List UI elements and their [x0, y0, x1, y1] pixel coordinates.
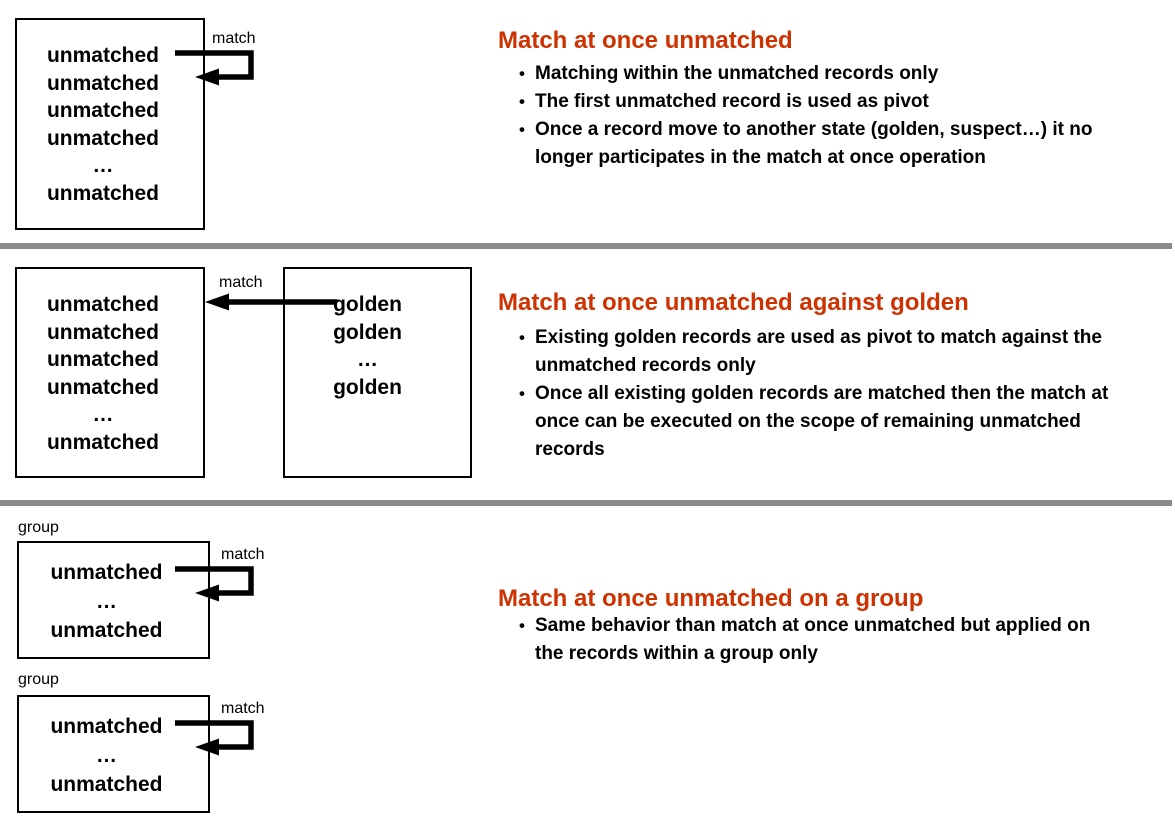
record-row: unmatched [46, 375, 159, 399]
record-row: unmatched [46, 99, 159, 122]
record-row-ellipsis: … [92, 403, 114, 426]
bullet-text: Matching within the unmatched records on… [535, 63, 939, 84]
match-loop-arrow [175, 566, 254, 602]
bullet-text: Existing golden records are used as pivo… [535, 327, 1102, 376]
bullet-item: • Same behavior than match at once unmat… [497, 612, 1119, 668]
bullet-item: • Once a record move to another state (g… [497, 116, 1119, 172]
group-records-box: unmatched … unmatched [17, 541, 210, 659]
bullet-marker: • [519, 328, 525, 347]
section-heading: Match at once unmatched against golden [498, 289, 969, 316]
record-row: unmatched [46, 430, 159, 454]
match-arrow-label: match [221, 546, 265, 563]
bullet-marker: • [519, 616, 525, 635]
bullet-text: Once a record move to another state (gol… [535, 119, 1093, 168]
bullet-text: The first unmatched record is used as pi… [535, 91, 929, 112]
match-arrow-label: match [221, 700, 265, 717]
match-arrow-label: match [219, 274, 263, 291]
record-row: unmatched [46, 126, 159, 150]
unmatched-records-box: unmatched unmatched unmatched unmatched … [15, 267, 205, 478]
bullet-item: • Once all existing golden records are m… [497, 380, 1119, 464]
record-row: unmatched [46, 320, 159, 344]
bullet-text: Same behavior than match at once unmatch… [535, 615, 1091, 664]
bullet-item: • Matching within the unmatched records … [497, 60, 1119, 88]
bullet-marker: • [519, 384, 525, 403]
record-row-ellipsis: … [357, 348, 378, 371]
record-row: unmatched [46, 293, 159, 316]
bullet-text: Once all existing golden records are mat… [535, 383, 1109, 460]
record-row: golden [333, 375, 402, 399]
record-row: unmatched [46, 71, 159, 95]
record-row-ellipsis: … [96, 744, 117, 767]
section-heading: Match at once unmatched on a group [498, 585, 924, 612]
record-row: unmatched [50, 619, 163, 642]
record-row: unmatched [50, 715, 163, 738]
record-row-ellipsis: … [92, 154, 114, 177]
match-loop-arrow [175, 50, 254, 86]
record-row: unmatched [46, 348, 159, 371]
section-divider [0, 500, 1172, 506]
group-label: group [18, 519, 59, 536]
bullet-list: • Existing golden records are used as pi… [497, 324, 1119, 464]
record-row: golden [333, 320, 402, 344]
bullet-list: • Matching within the unmatched records … [497, 60, 1119, 172]
record-row: unmatched [50, 561, 163, 584]
bullet-item: • Existing golden records are used as pi… [497, 324, 1119, 380]
group-label: group [18, 671, 59, 688]
section-heading: Match at once unmatched [498, 27, 793, 54]
record-row: golden [333, 293, 402, 316]
bullet-marker: • [519, 64, 525, 83]
section-divider [0, 243, 1172, 249]
bullet-marker: • [519, 120, 525, 139]
bullet-marker: • [519, 92, 525, 111]
match-loop-arrow [175, 720, 254, 756]
match-arrow [205, 293, 337, 311]
group-records-box: unmatched … unmatched [17, 695, 210, 813]
record-row-ellipsis: … [96, 590, 117, 613]
record-row: unmatched [50, 773, 163, 796]
bullet-item: • The first unmatched record is used as … [497, 88, 1119, 116]
record-row: unmatched [46, 181, 159, 205]
unmatched-records-box: unmatched unmatched unmatched unmatched … [15, 18, 205, 230]
bullet-list: • Same behavior than match at once unmat… [497, 612, 1119, 668]
match-arrow-label: match [212, 30, 256, 47]
record-row: unmatched [46, 44, 159, 67]
